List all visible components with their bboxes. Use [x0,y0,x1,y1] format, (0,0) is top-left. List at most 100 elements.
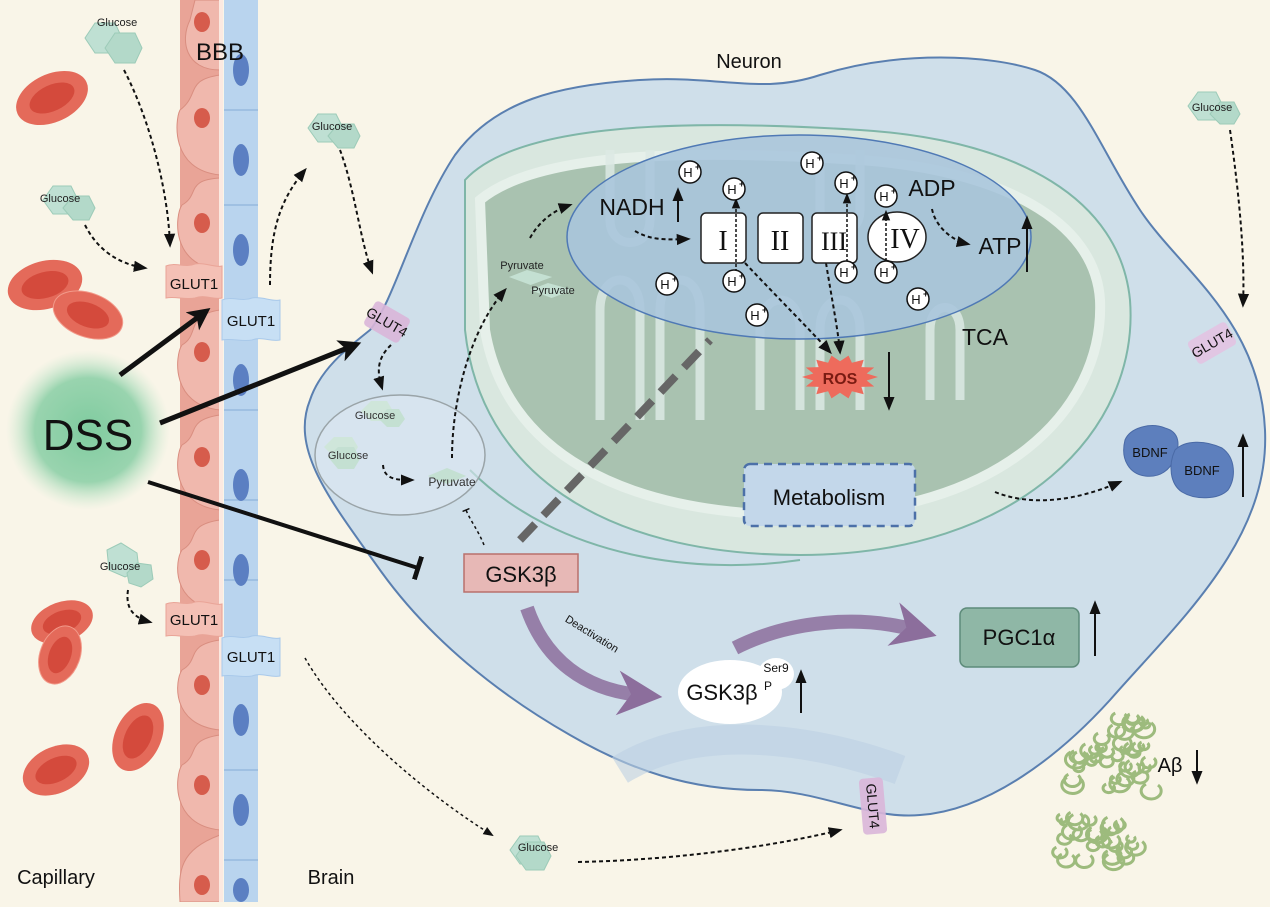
ros-label: ROS [823,371,858,388]
abeta-aggregate [1051,811,1112,869]
proton-ion: H+ [722,177,746,201]
dss-inhibits-gsk3b [147,480,424,581]
proton-charge: + [923,289,928,299]
proton-ion: H+ [874,184,898,208]
atp-label: ATP [978,233,1021,259]
glut1-label: GLUT1 [227,649,275,666]
pyruvate-molecule: Pyruvate [530,283,575,298]
proton-ions: H+H+H+H+H+H+H+H+H+H+H+ [655,151,930,327]
nadh-label: NADH [599,194,664,220]
glucose-label: Glucose [328,450,368,462]
proton-charge: + [891,262,896,272]
astrocyte-endfeet [224,0,258,902]
dss-to-glut1-arrow [118,307,211,378]
complex-iv-label: IV [890,224,920,255]
glucose-label: Glucose [100,561,140,573]
complex-i-label: I [718,226,727,257]
mitochondrion [464,124,1132,567]
complex-iv [867,211,927,263]
complex-i [700,212,747,264]
bdnf-label: BDNF [1184,463,1219,478]
glucose-label: Glucose [312,121,352,133]
pgc1a-label: PGC1α [983,625,1056,650]
tca-label: TCA [962,324,1009,350]
glucose-label: Glucose [518,842,558,854]
pyruvate-molecule: Pyruvate [427,468,476,489]
glut1-label: GLUT1 [170,276,218,293]
abeta-aggregate [1086,815,1147,872]
proton-label: H [839,176,848,191]
gsk3b-mito-link [517,337,713,543]
abeta-aggregate [1060,731,1125,795]
dss-label: DSS [43,411,133,460]
metabolism-label: Metabolism [773,485,885,510]
glucose-molecule: Glucose [355,401,405,427]
proton-ion: H+ [834,260,858,284]
transport-arrows [84,69,1250,863]
glut4-label: GLUT4 [863,783,883,830]
glucose-label: Glucose [97,17,137,29]
proton-label: H [727,182,736,197]
complex-iii-label: III [821,227,847,256]
proton-ion: H+ [906,287,930,311]
pyruvate-label: Pyruvate [531,285,574,297]
glucose-molecule: Glucose [1187,91,1241,125]
etc-complexes: I II III IV [700,211,927,264]
endothelial-cells [176,0,223,903]
glut1-transporter: GLUT1 [221,635,281,678]
gsk3b-box [463,553,579,593]
proton-label: H [727,274,736,289]
red-blood-cells [7,70,164,796]
proton-charge: + [672,274,677,284]
abeta-plaques [1051,711,1163,872]
proton-label: H [805,156,814,171]
dss-glow [6,350,170,510]
glut1-label: GLUT1 [170,612,218,629]
proton-label: H [879,265,888,280]
proton-ion: H+ [745,303,769,327]
phospho-gsk3b-label: GSK3β [686,680,757,705]
bdnf-proteins: BDNF BDNF [1123,425,1234,499]
proton-label: H [839,265,848,280]
complex-iii [811,212,858,264]
pgc1a-box [959,607,1080,668]
phospho-label: P [764,679,772,693]
glut1-label: GLUT1 [227,313,275,330]
glucose-molecule: Glucose [84,17,143,64]
proton-label: H [911,292,920,307]
proton-ion: H+ [722,269,746,293]
glucose-molecule: Glucose [307,113,361,149]
proton-ion: H+ [800,151,824,175]
proton-charge: + [851,173,856,183]
proton-charge: + [891,186,896,196]
glycolysis-compartment [314,394,486,516]
proton-ion: H+ [655,272,679,296]
glucose-label: Glucose [40,193,80,205]
capillary-label: Capillary [17,867,95,889]
pyruvate-label: Pyruvate [500,260,543,272]
proton-ion: H+ [874,260,898,284]
proton-label: H [660,277,669,292]
complex-ii [757,212,804,264]
gsk3b-inhibits-glycolysis [462,507,485,546]
glut1-transporter: GLUT1 [165,263,223,300]
abeta-aggregate [1098,745,1163,801]
ros-burst: ROS [802,355,878,399]
proton-ion: H+ [834,171,858,195]
glucose-molecule: Glucose [100,542,154,588]
dss-to-glut4-arrow [159,340,362,426]
pyruvate-label: Pyruvate [428,475,476,489]
neuron-shading [612,724,906,785]
mito-outer-rim [469,469,801,567]
pyruvate-molecule: Pyruvate [500,260,553,285]
bdnf-label: BDNF [1132,445,1167,460]
proton-charge: + [739,271,744,281]
bbb-label: BBB [196,39,244,66]
proton-charge: + [695,162,700,172]
glut4-transporter: GLUT4 [363,301,411,343]
gsk3b-label: GSK3β [485,562,556,587]
glut1-transporter: GLUT1 [221,297,281,342]
adp-label: ADP [908,175,955,201]
glucose-label: Glucose [1192,102,1232,114]
proton-charge: + [817,153,822,163]
